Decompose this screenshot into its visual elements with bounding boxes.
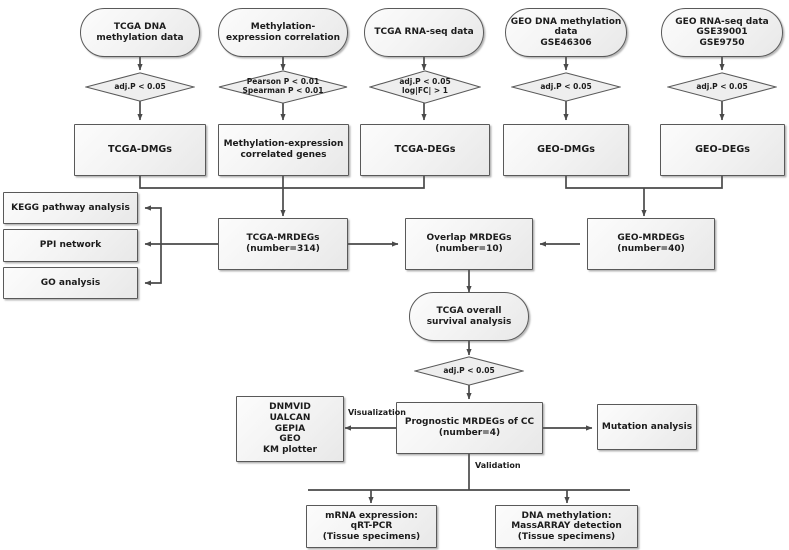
diamond-shape: [511, 72, 621, 102]
node-label: GEO RNA-seq data GSE39001 GSE9750: [675, 16, 769, 48]
node-tcga-dna-methylation-data[interactable]: TCGA DNA methylation data: [80, 8, 200, 57]
node-label: Methylation- expression correlation: [225, 21, 341, 43]
node-tcga-dmgs[interactable]: TCGA-DMGs: [74, 124, 206, 176]
node-geo-degs[interactable]: GEO-DEGs: [660, 124, 785, 176]
edge-merge-geo-bus: [565, 176, 723, 189]
diamond-filter-survival[interactable]: adj.P < 0.05: [414, 356, 524, 386]
diamond-filter-geo-deg[interactable]: adj.P < 0.05: [667, 72, 777, 102]
node-geo-rnaseq-data[interactable]: GEO RNA-seq data GSE39001 GSE9750: [661, 8, 783, 57]
node-overlap-mrdegs[interactable]: Overlap MRDEGs (number=10): [405, 218, 533, 270]
node-label: Methylation-expression correlated genes: [223, 139, 344, 160]
edge-mrdegs-to-kegg: [144, 205, 162, 244]
diamond-label: adj.P < 0.05: [696, 81, 748, 91]
node-label: Mutation analysis: [601, 421, 693, 432]
node-geo-dna-methylation-data[interactable]: GEO DNA methylation data GSE46306: [505, 8, 627, 57]
diamond-label: adj.P < 0.05: [540, 81, 592, 91]
edge-label-validation: Validation: [475, 461, 521, 470]
node-prognostic-mrdegs-of-cc[interactable]: Prognostic MRDEGs of CC (number=4): [396, 402, 543, 454]
node-label: TCGA RNA-seq data: [374, 27, 474, 38]
node-tcga-degs[interactable]: TCGA-DEGs: [360, 124, 490, 176]
node-methylation-expression-correlated-genes[interactable]: Methylation-expression correlated genes: [218, 124, 349, 176]
node-label: GEO-MRDEGs (number=40): [617, 233, 685, 254]
node-geo-mrdegs[interactable]: GEO-MRDEGs (number=40): [587, 218, 715, 270]
node-geo-dmgs[interactable]: GEO-DMGs: [503, 124, 629, 176]
node-go-analysis[interactable]: GO analysis: [3, 267, 138, 299]
node-label: PPI network: [39, 240, 102, 251]
node-label: TCGA DNA methylation data: [96, 21, 184, 43]
node-label: TCGA-DEGs: [394, 144, 456, 156]
edge-merge-tcga-bus: [139, 176, 425, 189]
diamond-shape: [667, 72, 777, 102]
node-label: DNMVID UALCAN GEPIA GEO KM plotter: [263, 402, 317, 455]
diamond-label: adj.P < 0.05: [114, 81, 166, 91]
diamond-filter-tcga-dmg[interactable]: adj.P < 0.05: [85, 72, 195, 102]
node-label: DNA methylation: MassARRAY detection (Ti…: [511, 510, 622, 542]
diamond-label: adj.P < 0.05: [443, 365, 495, 375]
edge-mrdegs-to-go: [144, 244, 162, 286]
node-label: TCGA overall survival analysis: [426, 305, 512, 327]
node-ppi-network[interactable]: PPI network: [3, 229, 138, 262]
node-kegg-pathway-analysis[interactable]: KEGG pathway analysis: [3, 192, 138, 224]
node-mrna-expression-validation[interactable]: mRNA expression: qRT-PCR (Tissue specime…: [306, 505, 437, 548]
node-mutation-analysis[interactable]: Mutation analysis: [597, 404, 697, 450]
diamond-shape: [85, 72, 195, 102]
diamond-filter-tcga-deg[interactable]: adj.P < 0.05 log|FC| > 1: [369, 70, 481, 104]
diamond-shape: [218, 70, 348, 104]
node-label: KEGG pathway analysis: [11, 202, 130, 213]
node-label: TCGA-MRDEGs (number=314): [246, 233, 320, 254]
node-label: GO analysis: [40, 277, 101, 288]
node-label: GEO DNA methylation data GSE46306: [510, 16, 622, 48]
edge-label-visualization: Visualization: [348, 408, 406, 417]
node-label: mRNA expression: qRT-PCR (Tissue specime…: [322, 510, 421, 542]
node-tcga-mrdegs[interactable]: TCGA-MRDEGs (number=314): [218, 218, 348, 270]
node-label: TCGA-DMGs: [108, 144, 172, 156]
diamond-shape: [414, 356, 524, 386]
node-label: Prognostic MRDEGs of CC (number=4): [404, 417, 535, 438]
diamond-label: Pearson P < 0.01 Spearman P < 0.01: [242, 77, 324, 95]
diamond-filter-geo-dmg[interactable]: adj.P < 0.05: [511, 72, 621, 102]
node-dna-methylation-validation[interactable]: DNA methylation: MassARRAY detection (Ti…: [495, 505, 638, 548]
diamond-label: adj.P < 0.05 log|FC| > 1: [399, 77, 451, 95]
diamond-shape: [369, 70, 481, 104]
node-label: GEO-DMGs: [537, 144, 595, 156]
node-tcga-overall-survival-analysis[interactable]: TCGA overall survival analysis: [409, 292, 529, 341]
node-tcga-rnaseq-data[interactable]: TCGA RNA-seq data: [364, 8, 484, 57]
node-methylation-expression-correlation[interactable]: Methylation- expression correlation: [218, 8, 348, 57]
node-label: GEO-DEGs: [695, 144, 750, 156]
diamond-filter-correlation[interactable]: Pearson P < 0.01 Spearman P < 0.01: [218, 70, 348, 104]
node-label: Overlap MRDEGs (number=10): [426, 233, 512, 254]
node-visualization-tools[interactable]: DNMVID UALCAN GEPIA GEO KM plotter: [236, 396, 344, 462]
